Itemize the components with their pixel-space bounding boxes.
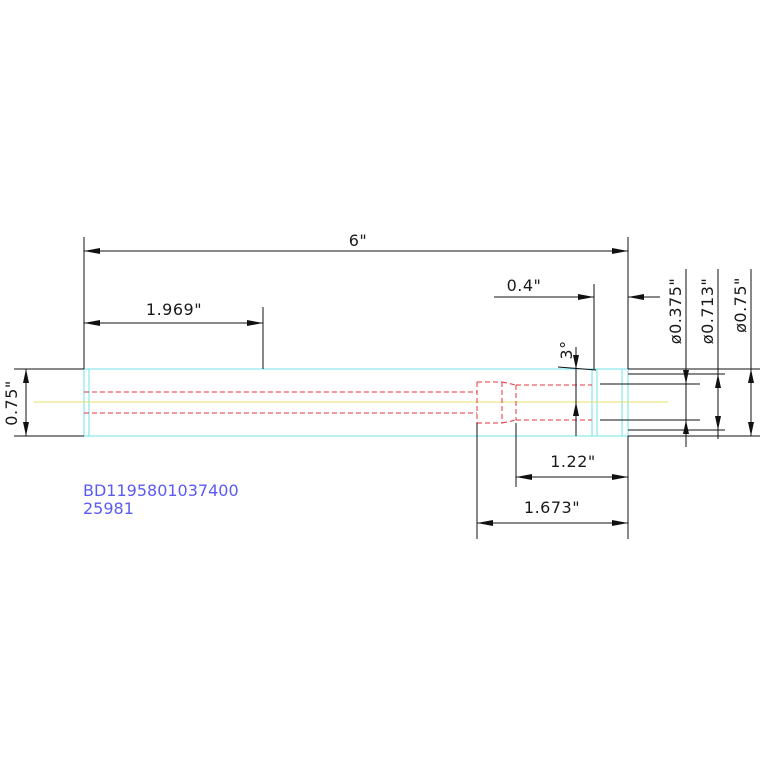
drawing-canvas: 6" 1.969" 0.4" 3° 1.22" [0,229,767,539]
height-label: 0.75" [2,380,21,425]
arrow [84,248,100,254]
technical-drawing: 6" 1.969" 0.4" 3° 1.22" [2,231,760,539]
arrow [683,420,689,434]
arrow [628,294,644,300]
taper-bottom [501,419,517,424]
hidden-bore [84,381,592,424]
dim-diameters: ø0.375" ø0.713" ø0.75" [600,269,760,447]
angle-label: 3° [557,340,576,359]
dim-bore-length: 1.673" [476,423,628,539]
diameter-outer-label: ø0.75" [731,277,750,333]
diameter-mid-label: ø0.713" [698,278,717,344]
feature-length-label: 1.969" [146,300,202,319]
dim-inner-length: 1.22" [515,423,629,539]
arrow [573,355,579,369]
bore-length-label: 1.673" [524,498,580,517]
overall-length-label: 6" [349,231,368,250]
inner-length-label: 1.22" [550,452,595,471]
arrow [612,474,628,480]
arrow [748,369,754,383]
arrow [715,416,721,430]
dim-end-length: 0.4" [494,276,660,369]
arrow [516,474,532,480]
dim-feature-length: 1.969" [84,300,264,369]
part-number: BD1195801037400 [83,481,239,500]
arrow [715,374,721,388]
end-length-label: 0.4" [507,276,542,295]
dim-overall-length: 6" [83,231,629,369]
arrow [247,320,263,326]
arrow [23,422,29,436]
taper-top [501,381,517,386]
part-code: 25981 [83,499,134,518]
arrow [23,369,29,383]
arrow [578,294,594,300]
arrow [612,248,628,254]
dim-angle: 3° [557,340,597,436]
dim-height: 0.75" [2,368,84,437]
arrow [84,320,100,326]
arrow [612,520,628,526]
arrow [573,402,579,416]
arrow [683,370,689,384]
diameter-small-label: ø0.375" [666,278,685,344]
arrow [477,520,493,526]
arrow [748,422,754,436]
